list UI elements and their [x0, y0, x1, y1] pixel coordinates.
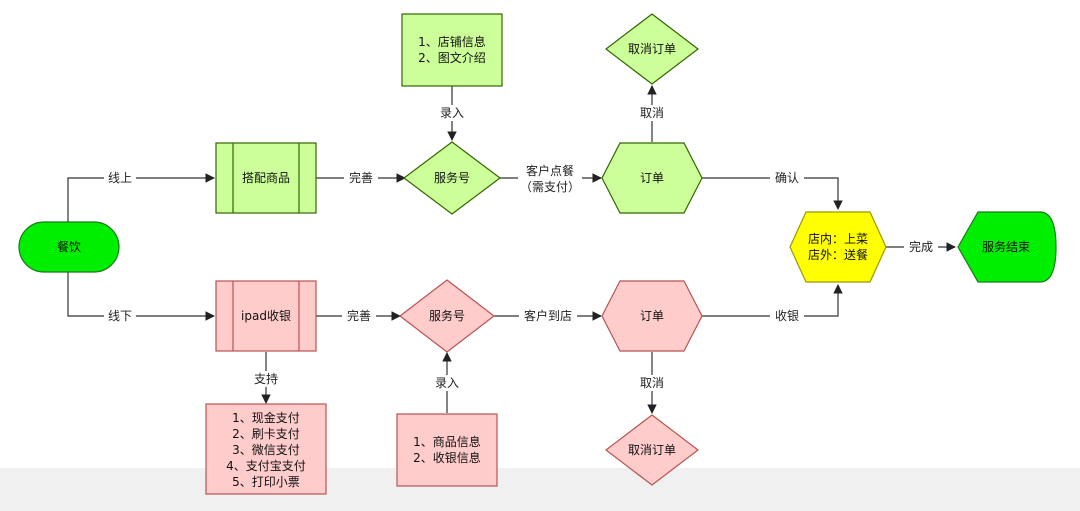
edge-label-enter-top: 录入 — [440, 106, 464, 120]
node-pay-list-line1: 1、现金支付 — [232, 410, 300, 425]
node-canyin[interactable]: 餐饮 — [18, 221, 120, 273]
node-order-bottom-label: 订单 — [640, 309, 664, 323]
node-end[interactable]: 服务结束 — [957, 211, 1057, 283]
edge-label-order-top-1: 客户点餐 — [526, 163, 574, 178]
node-ipad[interactable]: ipad收银 — [215, 280, 317, 352]
edge-label-support: 支持 — [254, 371, 278, 386]
edge-label-cancel-top: 取消 — [640, 106, 664, 120]
edge-label-online: 线上 — [108, 171, 132, 185]
node-cancel-top-label: 取消订单 — [628, 42, 676, 56]
node-goods-info[interactable]: 1、商品信息 2、收银信息 — [396, 413, 498, 487]
edge-label-offline: 线下 — [108, 309, 132, 323]
node-cancel-bottom-label: 取消订单 — [628, 443, 676, 457]
node-order-bottom[interactable]: 订单 — [601, 280, 703, 352]
node-ipad-label: ipad收银 — [241, 309, 291, 323]
node-fwh-top-label: 服务号 — [434, 170, 470, 185]
node-shop-info[interactable]: 1、店铺信息 2、图文介绍 — [401, 13, 503, 87]
node-cancel-bottom[interactable]: 取消订单 — [605, 414, 699, 486]
edge-cashier — [702, 284, 843, 317]
node-shop-info-line1: 1、店铺信息 — [418, 34, 486, 49]
node-cancel-top[interactable]: 取消订单 — [605, 13, 699, 85]
edge-label-cashier: 收银 — [775, 309, 799, 323]
node-serve-line2: 店外：送餐 — [808, 247, 868, 262]
node-fwh-bottom[interactable]: 服务号 — [399, 279, 495, 353]
edge-label-complete-top: 完善 — [349, 170, 373, 185]
node-canyin-label: 餐饮 — [57, 239, 81, 254]
node-order-top[interactable]: 订单 — [601, 142, 703, 214]
edge-label-order-top-2: （需支付） — [520, 180, 580, 194]
edge-label-complete-bottom: 完善 — [347, 308, 371, 323]
edge-offline — [67, 272, 215, 321]
node-order-top-label: 订单 — [640, 171, 664, 185]
node-shop-info-line2: 2、图文介绍 — [418, 50, 486, 65]
edge-label-cancel-bottom: 取消 — [640, 376, 664, 390]
node-goods-info-line2: 2、收银信息 — [413, 450, 481, 465]
node-pay-list-line2: 2、刷卡支付 — [232, 427, 300, 441]
node-dapei-label: 搭配商品 — [242, 170, 290, 185]
node-pay-list-line3: 3、微信支付 — [232, 443, 300, 457]
node-end-label: 服务结束 — [982, 239, 1030, 254]
canvas-bottom-band — [0, 468, 1080, 511]
node-goods-info-line1: 1、商品信息 — [413, 434, 481, 449]
node-pay-list-line4: 4、支付宝支付 — [226, 459, 306, 473]
node-fwh-bottom-label: 服务号 — [429, 308, 465, 323]
node-pay-list-line5: 5、打印小票 — [232, 475, 300, 489]
edge-online — [67, 173, 215, 222]
node-fwh-top[interactable]: 服务号 — [403, 141, 501, 215]
node-pay-list[interactable]: 1、现金支付 2、刷卡支付 3、微信支付 4、支付宝支付 5、打印小票 — [205, 403, 327, 495]
edge-label-enter-bottom: 录入 — [435, 376, 459, 390]
node-serve[interactable]: 店内：上菜 店外：送餐 — [789, 211, 887, 283]
edge-confirm — [702, 177, 843, 210]
edge-label-order-bottom: 客户到店 — [524, 308, 572, 323]
node-dapei[interactable]: 搭配商品 — [215, 142, 317, 214]
edge-label-confirm: 确认 — [775, 171, 799, 185]
node-serve-line1: 店内：上菜 — [808, 232, 868, 246]
edge-label-finish: 完成 — [909, 239, 933, 254]
